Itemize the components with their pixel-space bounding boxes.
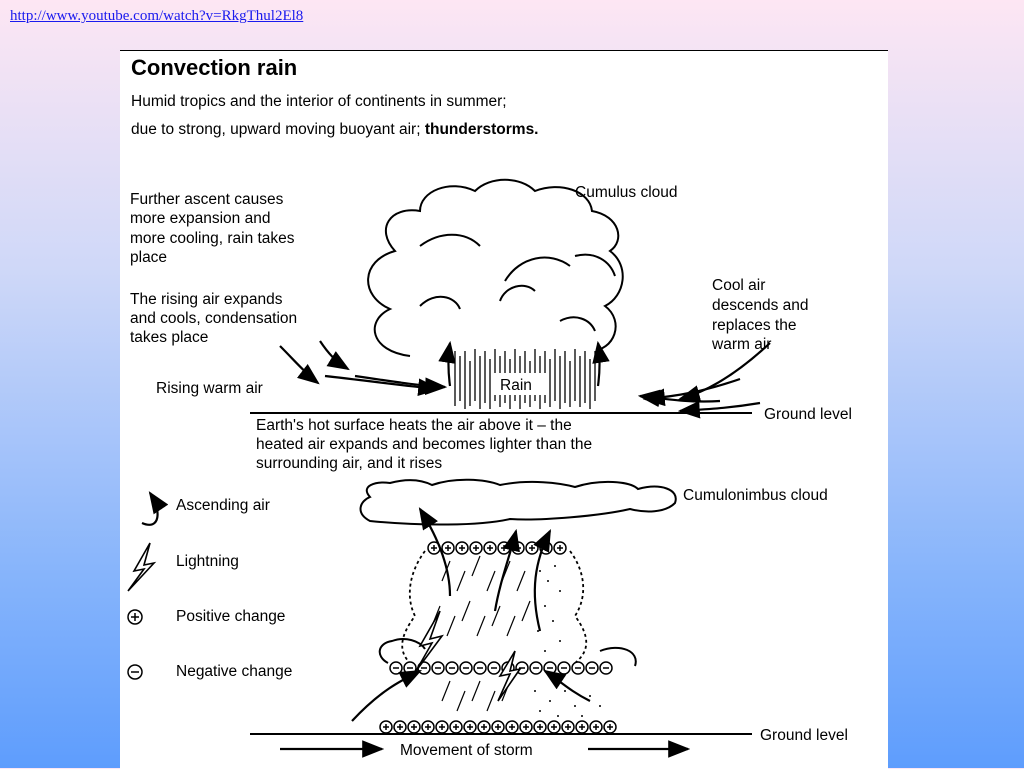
legend-positive-icon	[127, 609, 143, 625]
further-ascent-line-2: more expansion and	[130, 210, 270, 227]
earth-hot-line-3: surrounding air, and it rises	[256, 455, 442, 472]
ascending-air-arrows	[351, 507, 591, 722]
earth-hot-line-1: Earth's hot surface heats the air above …	[256, 417, 572, 434]
legend-ascending-air: Ascending air	[176, 497, 270, 514]
further-ascent-line-3: more cooling, rain takes	[130, 230, 295, 247]
rain-label: Rain	[500, 377, 532, 394]
rising-expands-line-1: The rising air expands	[130, 291, 283, 308]
cumulonimbus-body	[401, 550, 588, 664]
rising-warm-air-label: Rising warm air	[156, 380, 263, 397]
legend-ascending-air-icon	[141, 491, 169, 526]
further-ascent-line-1: Further ascent causes	[130, 191, 284, 208]
rising-expands-line-2: and cools, condensation	[130, 310, 297, 327]
earth-hot-line-2: heated air expands and becomes lighter t…	[256, 436, 592, 453]
diagram-title: Convection rain	[131, 55, 297, 80]
source-url-link[interactable]: http://www.youtube.com/watch?v=RkgThul2E…	[10, 8, 304, 24]
legend-lightning-icon	[127, 542, 157, 592]
cool-air-line-4: warm air	[711, 336, 771, 353]
cumulonimbus-anvil	[359, 478, 677, 526]
rain-label-bg	[492, 373, 546, 395]
cumulus-cloud-label: Cumulus cloud	[575, 184, 678, 201]
legend-positive-change: Positive change	[176, 608, 285, 625]
ground-level-top-label: Ground level	[764, 406, 852, 423]
cumulonimbus-lower-cloud	[378, 638, 637, 667]
further-ascent-line-4: place	[130, 249, 167, 266]
cool-air-line-3: replaces the	[712, 317, 796, 334]
legend-negative-icon	[127, 664, 143, 680]
cool-air-line-2: descends and	[712, 297, 809, 314]
convection-rain-figure: Convection rain Humid tropics and the in…	[120, 50, 888, 769]
diagram-svg: Convection rain Humid tropics and the in…	[127, 55, 852, 759]
subtitle-line-1: Humid tropics and the interior of contin…	[131, 93, 507, 110]
storm-dotted-area	[534, 565, 601, 717]
cumulonimbus-cloud-label: Cumulonimbus cloud	[683, 487, 828, 504]
movement-of-storm-label: Movement of storm	[400, 742, 533, 759]
legend-negative-change: Negative change	[176, 663, 292, 680]
legend-lightning: Lightning	[176, 553, 239, 570]
cool-air-line-1: Cool air	[712, 277, 765, 294]
subtitle-line-2: due to strong, upward moving buoyant air…	[131, 121, 539, 138]
positive-charge-row-ground-signs	[383, 724, 613, 730]
lightning-bolts	[415, 610, 522, 702]
air-flow-arrows	[279, 340, 771, 419]
cumulus-cloud-shape	[367, 178, 624, 375]
storm-rain	[431, 555, 531, 712]
rising-expands-line-3: takes place	[130, 329, 208, 346]
ground-level-bottom-label: Ground level	[760, 727, 848, 744]
